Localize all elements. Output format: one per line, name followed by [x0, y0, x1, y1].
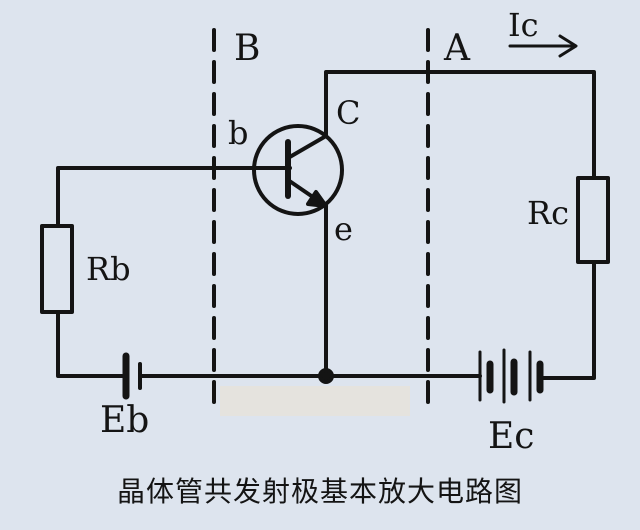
transistor-npn	[252, 124, 344, 216]
junction-dot	[318, 368, 334, 384]
label-b-boundary: B	[234, 28, 260, 69]
label-rb: Rb	[86, 250, 131, 288]
label-ec: Ec	[488, 416, 534, 457]
base-wire	[56, 166, 292, 228]
collector-current-arrow	[508, 34, 578, 58]
base-return-wire	[56, 310, 128, 378]
label-eb: Eb	[100, 400, 149, 441]
label-a-boundary: A	[443, 28, 471, 69]
label-base-b: b	[228, 114, 248, 152]
diagram-caption: 晶体管共发射极基本放大电路图	[116, 475, 523, 508]
label-collector-c: C	[336, 94, 360, 132]
label-rc: Rc	[527, 194, 569, 232]
collector-battery-ec	[478, 348, 548, 404]
label-emitter-e: e	[334, 210, 353, 248]
blurred-patch	[220, 386, 410, 416]
collector-resistor-rc	[576, 176, 610, 264]
label-ic: Ic	[508, 6, 539, 44]
base-resistor-rb	[40, 224, 74, 314]
collector-return-wire	[544, 260, 596, 380]
collector-wire	[324, 70, 596, 180]
